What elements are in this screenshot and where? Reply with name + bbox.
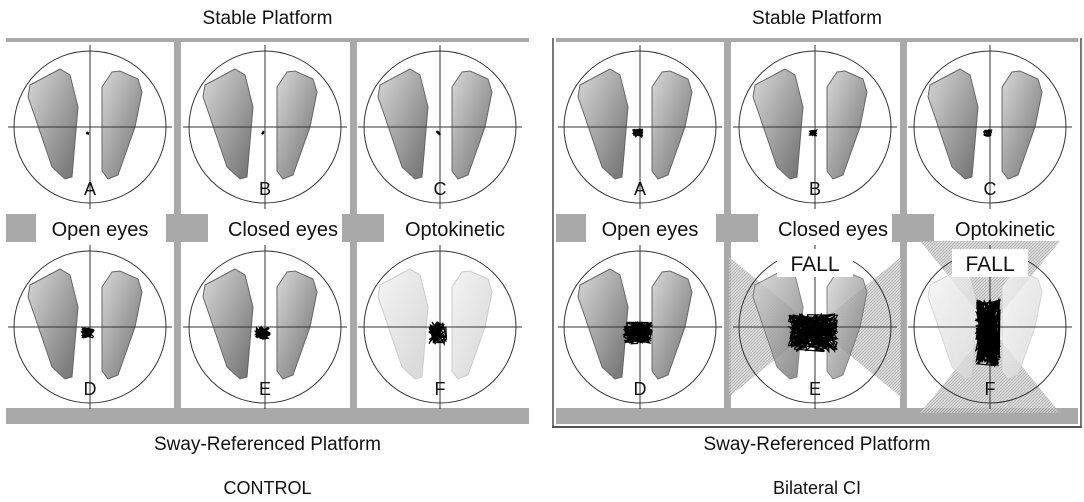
sway-trace — [621, 321, 654, 345]
condition-swatch — [6, 214, 36, 242]
left-foot — [202, 268, 254, 380]
left-foot — [202, 68, 254, 180]
condition-swatch — [166, 214, 208, 242]
frame-right — [1080, 38, 1082, 428]
plot-letter: A — [84, 179, 96, 199]
top-bar — [556, 38, 1078, 42]
sway-trace — [974, 297, 1001, 368]
left-foot — [752, 68, 804, 180]
plot-letter: B — [259, 179, 271, 199]
group-label: CONTROL — [223, 478, 311, 498]
sway-plot-b: B — [183, 45, 347, 209]
group-label: Bilateral CI — [773, 478, 861, 498]
right-foot — [276, 70, 318, 180]
left-foot — [927, 68, 979, 180]
sway-trace — [787, 312, 840, 354]
left-foot — [577, 68, 629, 180]
label-bg — [590, 212, 720, 244]
right-foot — [451, 270, 493, 380]
sway-trace — [428, 321, 448, 347]
left-foot — [377, 268, 429, 380]
plot-letter: F — [985, 379, 996, 399]
right-foot — [651, 270, 693, 380]
frame-left — [552, 38, 554, 428]
sway-plot-d: D — [558, 245, 722, 409]
sway-plot-e: E — [183, 245, 347, 409]
condition-label: Optokinetic — [955, 219, 1055, 241]
plot-letter: C — [434, 179, 447, 199]
sway-trace — [85, 131, 90, 136]
right-foot — [651, 70, 693, 180]
label-bg — [210, 212, 346, 244]
label-bg — [760, 212, 896, 244]
left-foot — [27, 268, 79, 380]
fall-label-bg — [952, 249, 1028, 277]
sway-trace — [435, 130, 441, 136]
right-foot — [826, 70, 868, 180]
bottom-platform-label: Sway-Referenced Platform — [703, 434, 930, 455]
sway-plot-f: F — [358, 245, 522, 409]
plot-letter: A — [634, 179, 646, 199]
condition-label: Closed eyes — [778, 219, 888, 241]
fall-label-bg — [777, 249, 853, 277]
right-foot — [101, 70, 143, 180]
sway-trace — [261, 130, 265, 135]
sway-plot-c: C — [908, 45, 1072, 209]
condition-swatch — [892, 214, 934, 242]
left-foot — [377, 68, 429, 180]
sway-trace — [982, 129, 993, 138]
sway-plot-e: FALL E — [729, 245, 901, 409]
sway-plot-c: C — [358, 45, 522, 209]
plot-letter: D — [84, 379, 97, 399]
label-bg — [40, 212, 170, 244]
sway-plot-a: A — [558, 45, 722, 209]
plot-letter: F — [435, 379, 446, 399]
fall-label: FALL — [965, 253, 1014, 276]
label-bg — [936, 212, 1076, 244]
sway-trace — [808, 128, 818, 137]
plot-letter: C — [984, 179, 997, 199]
sway-trace — [80, 327, 96, 339]
left-foot — [27, 68, 79, 180]
condition-label: Closed eyes — [228, 219, 338, 241]
sway-trace — [631, 128, 644, 139]
fall-label: FALL — [790, 253, 839, 276]
condition-swatch — [556, 214, 586, 242]
plot-letter: E — [259, 379, 271, 399]
left-foot — [577, 268, 629, 380]
frame-bottom — [552, 426, 1082, 428]
top-platform-label: Stable Platform — [752, 8, 882, 29]
condition-label: Open eyes — [52, 219, 149, 241]
sway-trace — [254, 325, 271, 341]
condition-label: Open eyes — [602, 219, 699, 241]
right-foot — [1001, 70, 1043, 180]
condition-swatch — [716, 214, 758, 242]
condition-label: Optokinetic — [405, 219, 505, 241]
right-foot — [276, 270, 318, 380]
label-bg — [386, 212, 526, 244]
left-foot — [927, 268, 979, 380]
condition-swatch — [342, 214, 384, 242]
sway-plot-a: A — [8, 45, 172, 209]
right-foot — [451, 70, 493, 180]
bottom-platform-label: Sway-Referenced Platform — [154, 434, 381, 455]
sway-plot-d: D — [8, 245, 172, 409]
plot-letter: D — [634, 379, 647, 399]
bottom-bar — [6, 408, 529, 424]
plot-letter: E — [809, 379, 821, 399]
sway-plot-f: FALL F — [908, 241, 1072, 413]
top-platform-label: Stable Platform — [203, 8, 333, 29]
top-bar — [6, 38, 529, 42]
sway-plot-b: B — [733, 45, 897, 209]
right-foot — [101, 270, 143, 380]
right-foot — [1001, 270, 1043, 380]
plot-letter: B — [809, 179, 821, 199]
